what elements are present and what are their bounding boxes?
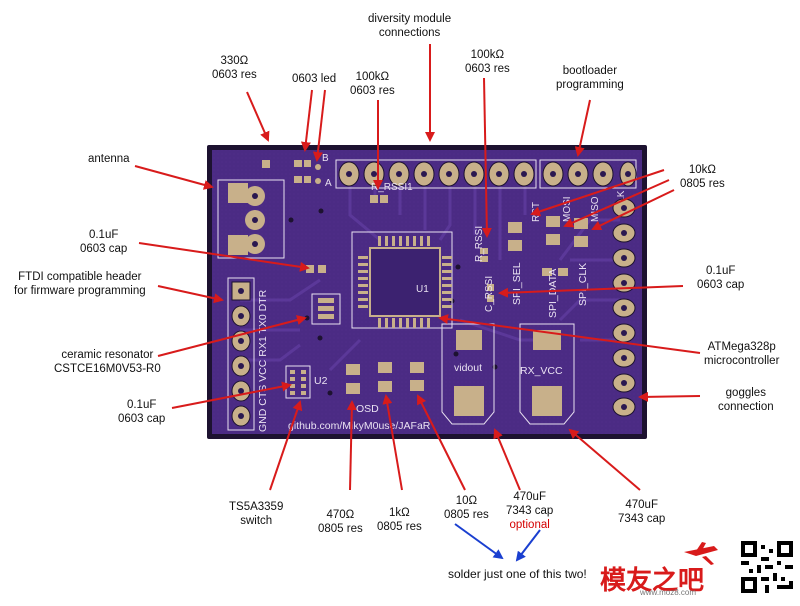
solder-note-arrows (454, 523, 541, 562)
silk-rx-vcc: RX_VCC (520, 365, 563, 377)
label-solder-note: solder just one of this two! (448, 567, 587, 581)
silk-ftdi-pins: GND CTS VCC RX1 TX0 DTR (257, 289, 269, 432)
goggles-header (612, 198, 636, 417)
watermark-logo (684, 542, 718, 565)
silk-r-rssi1: R_RSSI1 (371, 182, 413, 193)
silk-r-rssi2: R_RSSI (474, 226, 485, 262)
watermark-url: www.moz8.com (640, 588, 697, 597)
silk-u2: U2 (314, 375, 328, 387)
silk-mosi: MOSI (562, 196, 573, 222)
cap-470uf-optional: vidout (441, 323, 495, 425)
silk-c-rssi: C_RSSI (484, 276, 495, 312)
cap-470uf: RX_VCC (519, 323, 575, 425)
silk-miso: MISO (590, 196, 601, 222)
watermark-text: 模友之吧 (600, 565, 705, 595)
silk-u1: U1 (416, 284, 429, 295)
callout-arrows (134, 44, 701, 491)
smd-top-left (262, 160, 321, 184)
silk-osd: OSD (356, 403, 379, 415)
silk-b: B (322, 153, 329, 164)
silk-spi-clk: SPI_CLK (577, 263, 589, 306)
silk-url: github.com/MikyM0use/JAFaR (288, 420, 431, 432)
silk-a: A (325, 178, 332, 189)
optional-tag: optional (509, 519, 550, 531)
label-antenna: antenna (88, 153, 130, 165)
ftdi-header: GND CTS VCC RX1 TX0 DTR (227, 277, 269, 432)
label-0603-led: 0603 led (292, 73, 337, 85)
silk-spi-data: SPI_DATA (547, 269, 559, 318)
misc-pads (306, 195, 588, 302)
qr-code (741, 541, 793, 593)
antenna-connector (217, 179, 285, 259)
qr-code-graphic (741, 541, 793, 593)
diversity-header (335, 159, 537, 189)
atmega-chip: U1 (351, 231, 453, 329)
osd-resistors (346, 362, 424, 394)
silk-spi-sel: SPI_SEL (511, 262, 523, 305)
silk-vidout: vidout (454, 362, 482, 374)
ceramic-resonator (311, 293, 341, 325)
